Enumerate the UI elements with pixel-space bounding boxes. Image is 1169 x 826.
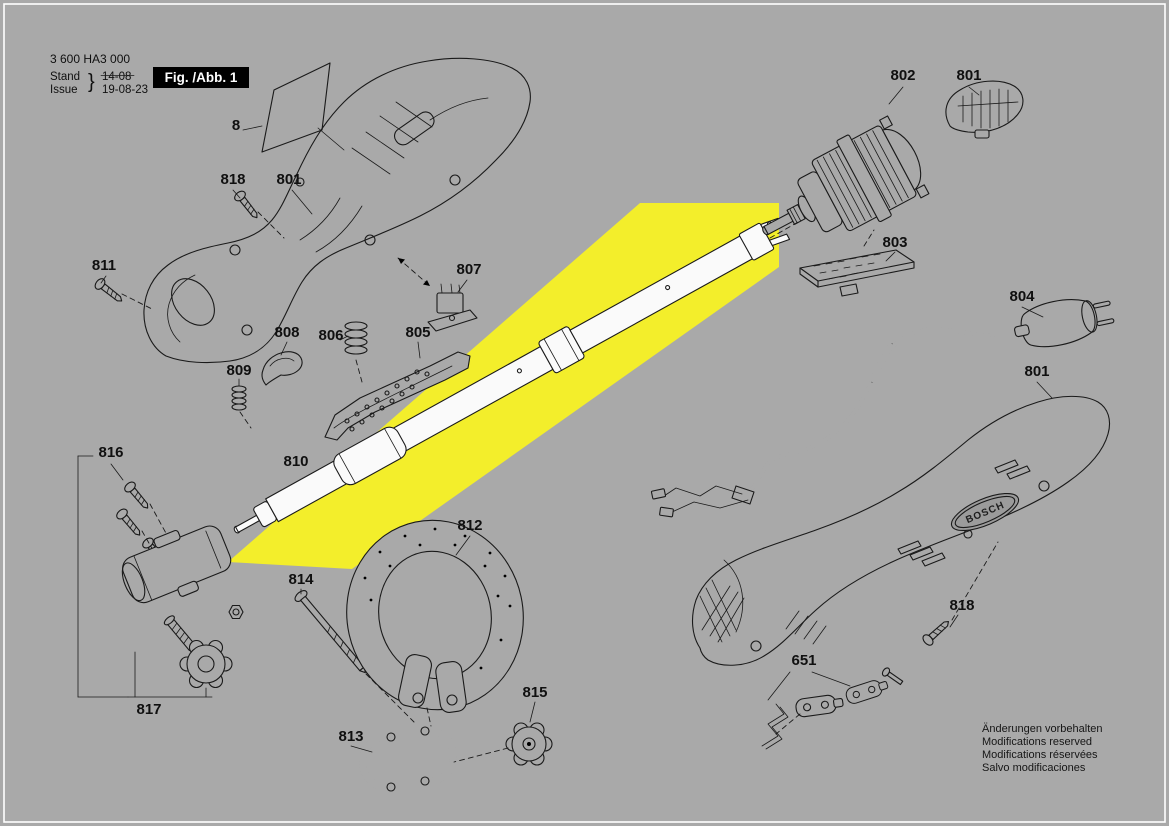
wire-harness [650,485,755,518]
footer-notes: Änderungen vorbehalten Modifications res… [982,723,1102,774]
part-label-816: 816 [98,444,123,461]
part-805-strip [324,351,471,441]
part-label-817: 817 [136,701,161,718]
part-label-805: 805 [405,324,430,341]
part-815-star-knob [453,722,553,766]
part-803-plate [799,229,915,297]
part-label-801-right: 801 [1024,363,1049,380]
part-808-clip [261,351,303,386]
title-block: 3 600 HA3 000 Stand Issue } 14-08 19-08-… [50,52,249,96]
part-label-801-top-right: 801 [956,67,981,84]
leader-lines [100,86,1053,753]
part-label-807: 807 [456,261,481,278]
part-816-screw-set [77,455,244,698]
part-label-810: 810 [283,453,308,470]
part-804-power-cord [650,299,1115,518]
issue-value: 19-08-23 [102,84,148,96]
part-label-815: 815 [522,684,547,701]
part-label-808: 808 [274,324,299,341]
part-label-809: 809 [226,362,251,379]
part-label-813: 813 [338,728,363,745]
part-label-801-top-left: 801 [276,171,301,188]
part-label-802: 802 [890,67,915,84]
part-817-clamp [121,525,233,698]
part-label-814: 814 [288,571,314,588]
part-813-clamp-halves [359,726,457,792]
part-651-cable-clips [761,667,904,750]
mains-plug [1014,299,1115,348]
part-801-end-cap [945,80,1024,139]
part-818-screw-top [232,188,285,239]
figure-box [153,67,249,88]
stand-label: Stand [50,71,80,83]
part-label-8: 8 [232,117,240,134]
part-801-upper-housing [143,57,531,364]
footer-line-de: Änderungen vorbehalten [982,723,1102,735]
part-label-804: 804 [1009,288,1035,305]
issue-label: Issue [50,84,78,96]
footer-line-en: Modifications reserved [982,736,1092,748]
part-label-812: 812 [457,517,482,534]
part-label-803: 803 [882,234,907,251]
part-801-lower-housing: BOSCH [691,395,1111,666]
stand-value: 14-08 [102,71,131,83]
part-802-motor [762,115,930,239]
part-812-loop-handle [346,519,524,727]
part-818-screw-right [920,541,999,648]
part-number-labels: 8 818 801 811 807 808 806 805 809 810 81… [92,67,1050,745]
part-811-screw [92,276,155,311]
figure-label: Fig. /Abb. 1 [165,70,238,85]
type-number: 3 600 HA3 000 [50,52,130,66]
footer-line-es: Salvo modificaciones [982,762,1086,774]
part-label-651: 651 [791,652,816,669]
handle-clamp-feet [398,653,467,713]
part-label-806: 806 [318,327,343,344]
part-806-spring [344,321,368,383]
part-8-panel [261,62,345,153]
part-label-818-top: 818 [220,171,245,188]
part-817-knob [163,615,233,689]
part-label-818-right: 818 [949,597,974,614]
part-814-bolt [294,590,415,723]
part-label-811: 811 [92,257,116,274]
page-frame [3,3,1166,823]
footer-line-fr: Modifications réservées [982,749,1098,761]
part-807-switch [397,257,478,332]
date-brace: } [88,71,95,93]
part-809-spring [231,385,252,429]
